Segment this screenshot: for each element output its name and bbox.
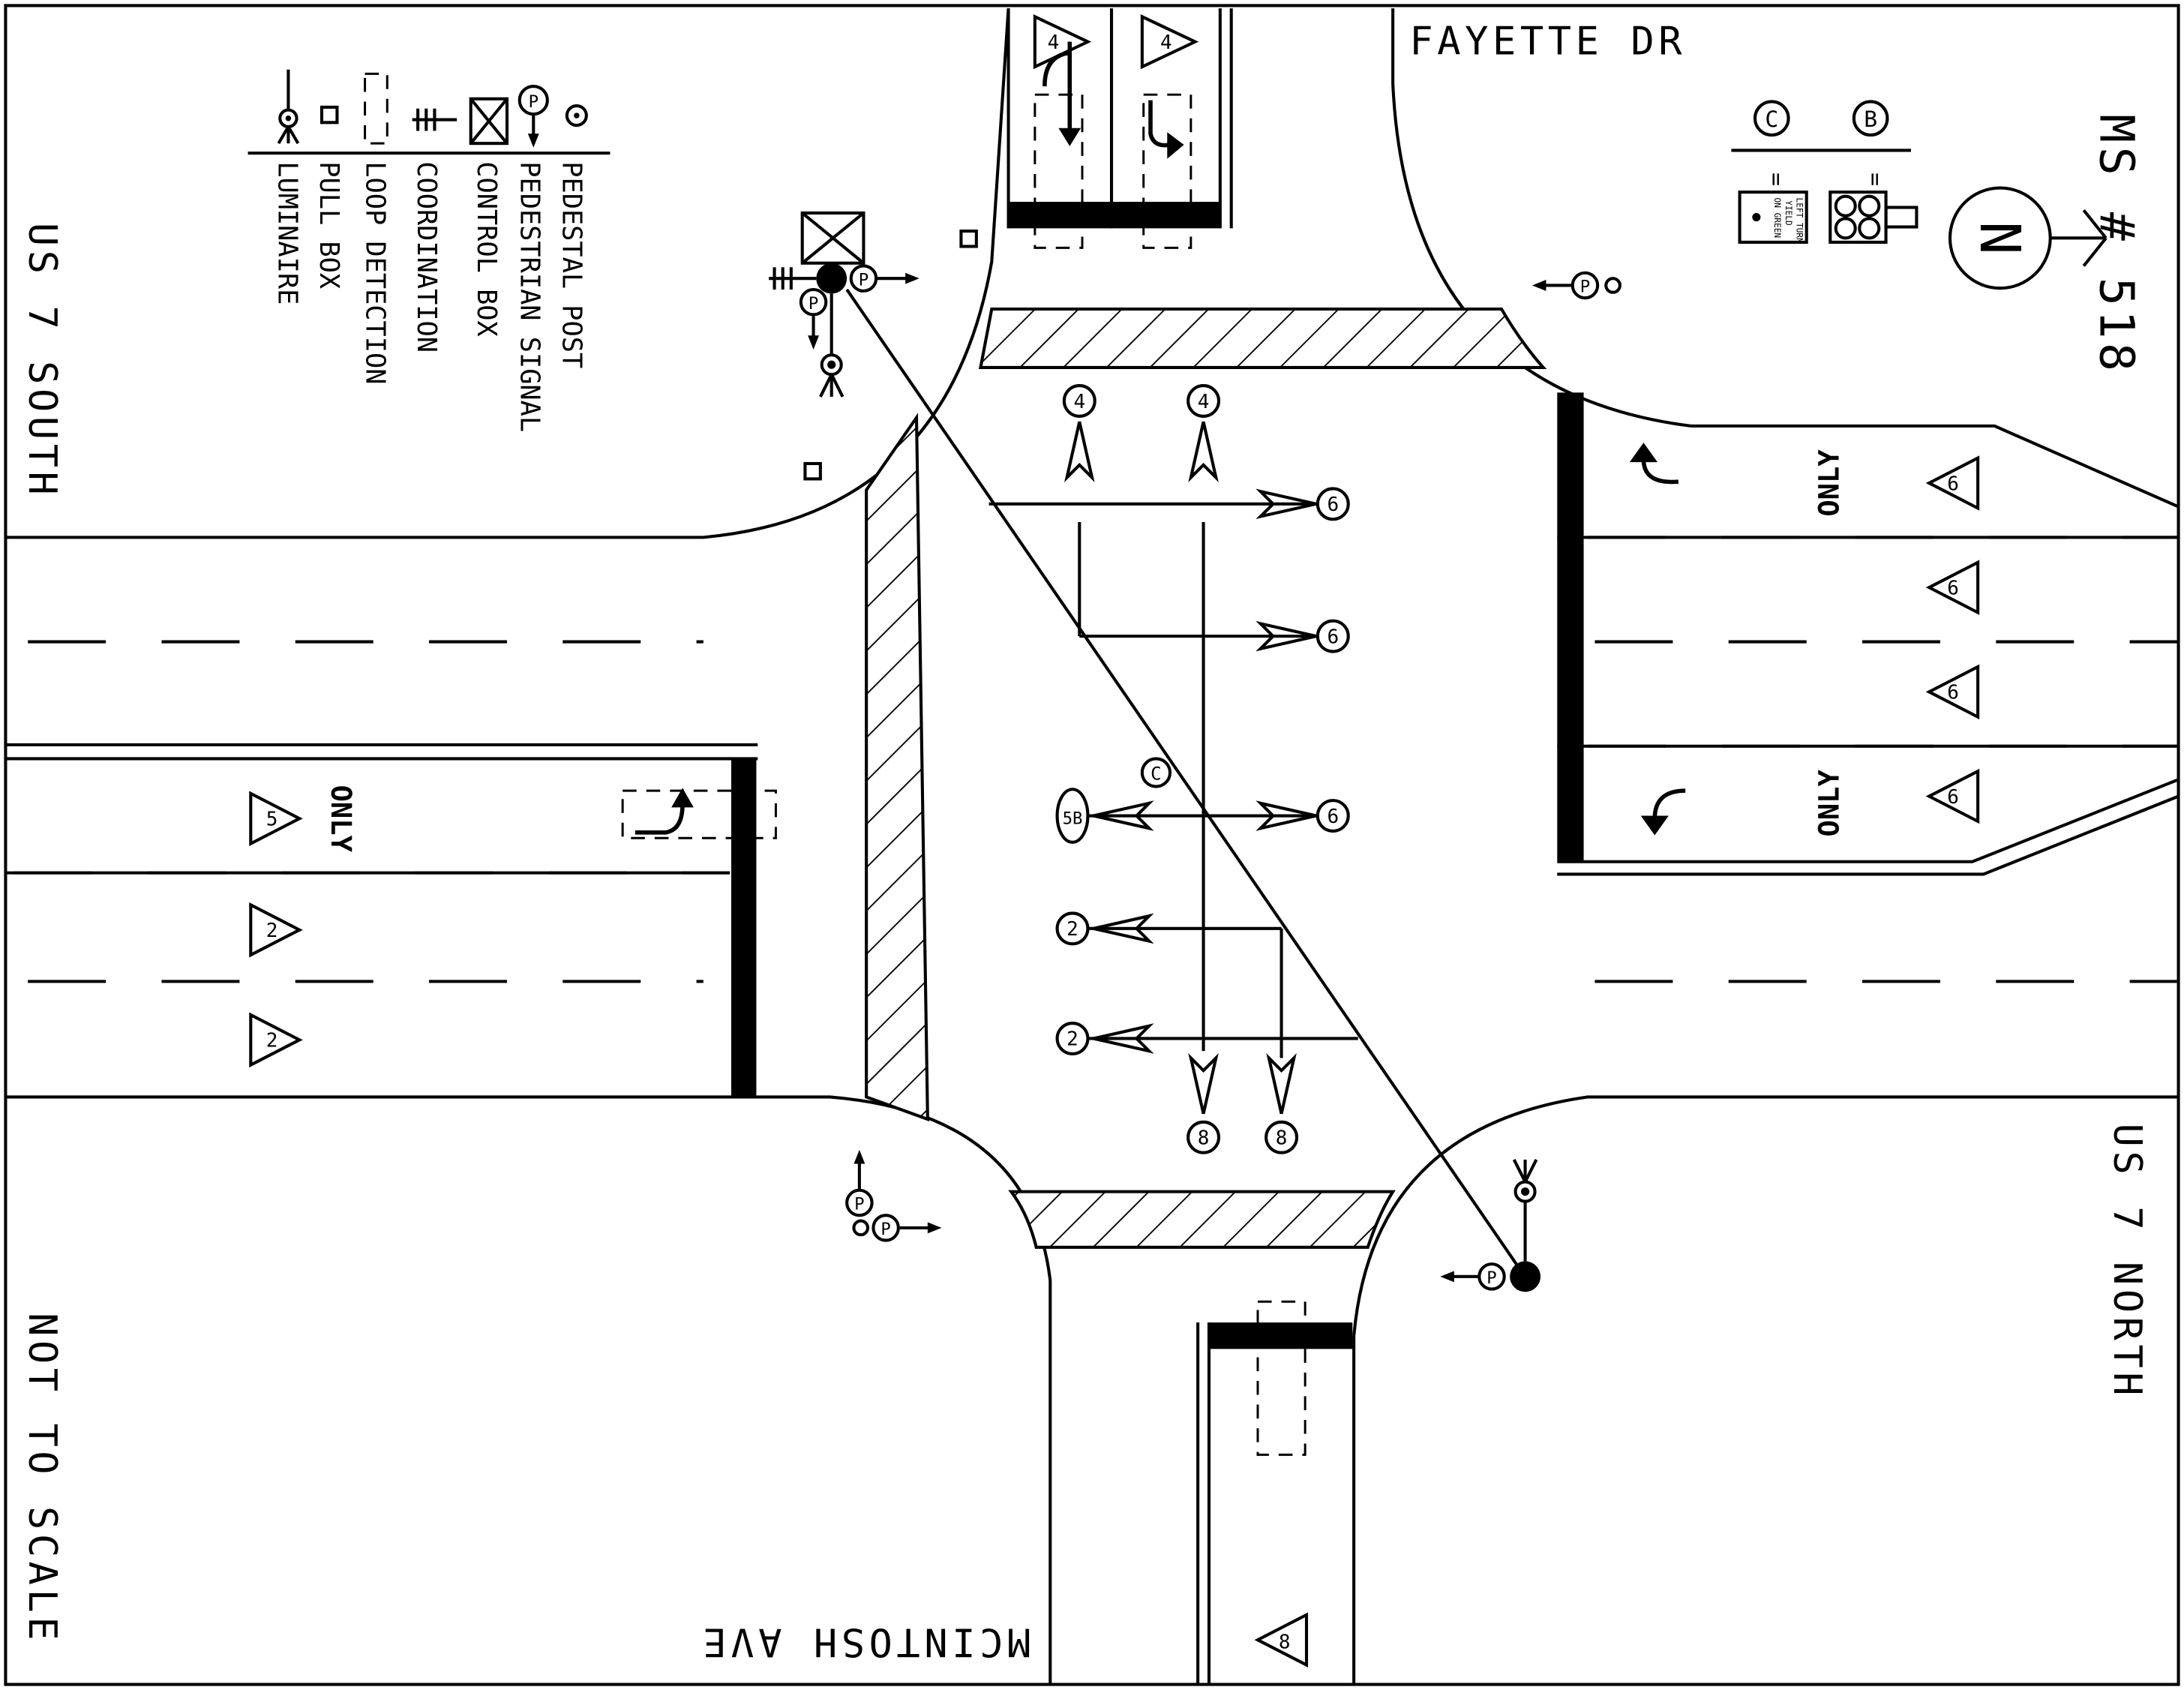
project-label: MS # 518 xyxy=(2090,114,2145,375)
signal-head-2a: 2 xyxy=(1066,918,1078,941)
west-lane-phase-a: 5 xyxy=(266,809,278,831)
signal-head-6b: 6 xyxy=(1327,626,1339,648)
sw-ped-signal-b: P xyxy=(880,1220,890,1239)
signal-head-5b: 5B xyxy=(1063,809,1083,829)
signal-head-4a: 4 xyxy=(1073,391,1085,413)
street-label-mcintosh: MCINTOSH AVE xyxy=(699,1619,1030,1664)
legend-label-pull-box: PULL BOX xyxy=(314,161,344,289)
crosswalk-north xyxy=(978,307,1547,369)
legend-label-pedestrian-signal: PEDESTRIAN SIGNAL xyxy=(514,161,545,432)
sheet-border xyxy=(4,4,2180,1686)
ne-corner-equipment: P xyxy=(1532,271,1622,300)
pole-icon xyxy=(1510,1261,1540,1292)
street-label-us7-south: US 7 SOUTH xyxy=(20,223,64,499)
legend-label-control-box: CONTROL BOX xyxy=(471,161,502,336)
signal-wiring xyxy=(845,288,1520,1268)
sign-text-2: YIELD xyxy=(1784,200,1793,226)
east-lane-phase-d: 6 xyxy=(1947,786,1959,809)
lane-phase-markers: 4 4 6 6 6 6 5 2 2 8 xyxy=(249,14,1980,1667)
signal-head-8a: 8 xyxy=(1198,1127,1210,1150)
east-lane-phase-b: 6 xyxy=(1947,577,1959,599)
phase-c-label: C xyxy=(1150,763,1162,784)
signal-legend-c: C xyxy=(1765,107,1778,133)
signal-legend-b: B xyxy=(1864,107,1877,133)
sign-text-3: ON GREEN xyxy=(1772,198,1782,239)
signal-legend-equals-c: = xyxy=(1763,173,1790,186)
left-turn-sign-icon xyxy=(1738,191,1808,244)
signal-head-8b: 8 xyxy=(1276,1127,1288,1150)
signal-head-6c: 6 xyxy=(1327,806,1339,828)
street-label-us7-north: US 7 NORTH xyxy=(2104,1124,2150,1400)
pole-icon xyxy=(816,263,848,294)
only-marking-west: ONLY xyxy=(325,785,357,853)
crosswalk-south xyxy=(1008,1190,1396,1249)
stop-bars xyxy=(731,202,1584,1349)
legend-label-coordination: COORDINATION xyxy=(411,161,442,353)
ne-ped-signal: P xyxy=(1580,278,1590,297)
legend: P PEDESTAL POST PEDESTRIAN SIGNAL CONTRO… xyxy=(248,69,610,432)
crosswalk-west xyxy=(865,413,929,1122)
only-marking-east-b: ONLY xyxy=(1813,770,1845,837)
sw-ped-signal-a: P xyxy=(854,1195,864,1214)
legend-ped-mark: P xyxy=(529,92,538,112)
legend-label-loop-detection: LOOP DETECTION xyxy=(359,161,390,384)
north-lane-phase-b: 4 xyxy=(1048,32,1060,54)
west-lane-phase-b: 2 xyxy=(266,920,278,942)
signal-heads: 4 4 6 6 6 5B 2 2 8 8 C xyxy=(1055,384,1350,1154)
nw-corner-equipment: P P xyxy=(769,211,978,481)
pull-box-icon xyxy=(320,105,339,125)
north-lane-phase-a: 4 xyxy=(1160,32,1172,54)
se-corner-equipment: P xyxy=(1440,1159,1540,1292)
control-box-icon xyxy=(800,211,866,265)
only-markings: ONLY ONLY ONLY xyxy=(325,449,1845,853)
sw-corner-equipment: P P xyxy=(845,1149,942,1242)
street-label-fayette: FAYETTE DR xyxy=(1409,19,1686,64)
only-marking-east-a: ONLY xyxy=(1813,449,1845,517)
pavement-arrows xyxy=(634,41,1686,836)
loop-detection-icon xyxy=(364,72,388,145)
sign-text-1: LEFT TURN xyxy=(1795,198,1804,243)
east-lane-phase-a: 6 xyxy=(1947,473,1959,495)
lane-lines xyxy=(14,536,2179,983)
legend-label-luminaire: LUMINAIRE xyxy=(272,161,302,305)
signal-head-6a: 6 xyxy=(1327,494,1339,516)
north-arrow-icon: N xyxy=(1948,186,2108,290)
scale-note: NOT TO SCALE xyxy=(20,1313,64,1644)
signal-legend-equals-b: = xyxy=(1862,173,1888,186)
east-lane-phase-c: 6 xyxy=(1947,682,1959,704)
signal-head-2b: 2 xyxy=(1066,1028,1078,1051)
crosswalks xyxy=(865,307,1547,1249)
west-lane-phase-c: 2 xyxy=(266,1030,278,1052)
legend-label-pedestal-post: PEDESTAL POST xyxy=(556,161,586,368)
north-label: N xyxy=(1967,221,2032,255)
signal-head-arrows xyxy=(1064,421,1317,1115)
south-lane-phase: 8 xyxy=(1279,1631,1291,1653)
nw-ped-signal-b: P xyxy=(808,294,818,314)
se-ped-signal: P xyxy=(1486,1268,1496,1288)
signal-legend: C B = = LEFT TURN YIELD ON GREEN xyxy=(1731,100,1918,244)
nw-ped-signal-a: P xyxy=(859,270,868,290)
loop-detectors xyxy=(621,93,1306,1456)
control-box-icon xyxy=(469,97,509,146)
signal-head-4b: 4 xyxy=(1198,391,1210,413)
